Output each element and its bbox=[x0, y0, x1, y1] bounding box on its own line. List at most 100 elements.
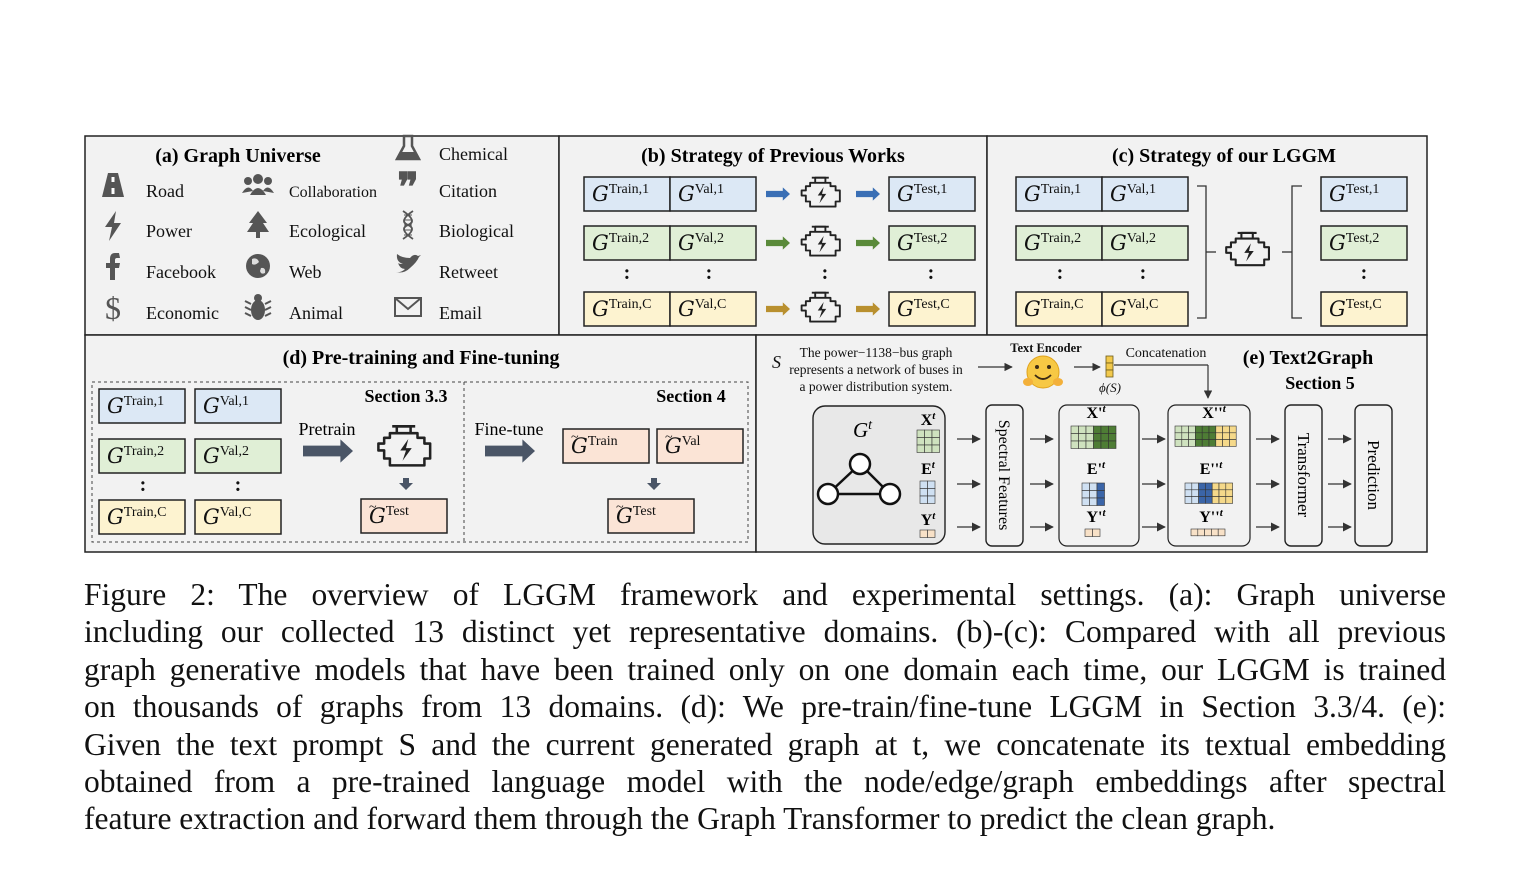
svg-text:❞: ❞ bbox=[397, 165, 419, 210]
domain-label-web: Web bbox=[289, 262, 322, 282]
section-3-3-label: Section 3.3 bbox=[365, 386, 448, 406]
prev-arrow-in-1 bbox=[766, 187, 790, 201]
panel-b-title: (b) Strategy of Previous Works bbox=[641, 145, 905, 167]
prev-val-box-1: GVal,1 bbox=[669, 176, 757, 212]
domain-label-ecological: Ecological bbox=[289, 221, 366, 241]
dollar-icon: $ bbox=[105, 290, 121, 326]
finetune-val-box: GVal~ bbox=[656, 428, 744, 464]
overview-figure: (a) Graph Universe (b) Strategy of Previ… bbox=[84, 134, 1428, 553]
prompt-line-1: The power−1138−bus graph bbox=[800, 345, 953, 360]
transformer-label: Transformer bbox=[1294, 433, 1313, 518]
x-double-prime-label: X''t bbox=[1202, 403, 1226, 422]
flask-icon bbox=[394, 134, 422, 161]
finetune-label: Fine-tune bbox=[475, 419, 544, 439]
domain-label-citation: Citation bbox=[439, 181, 497, 201]
caption-line-5: Given the text prompt S and the current … bbox=[84, 726, 1446, 762]
svg-text:GVal,1: GVal,1 bbox=[203, 394, 249, 418]
lggm-train-box-2: GTrain,2 bbox=[1015, 225, 1103, 261]
prev-train-box-1: GTrain,1 bbox=[583, 176, 671, 212]
domain-label-economic: Economic bbox=[146, 303, 219, 323]
x-prime-matrix bbox=[1070, 425, 1117, 449]
bug-icon bbox=[244, 294, 272, 320]
pretrain-down-arrow bbox=[399, 478, 413, 490]
prev-arrow-in-3 bbox=[766, 302, 790, 316]
ellipsis-d-0: : bbox=[140, 474, 147, 496]
finetune-test-box: GTest~ bbox=[607, 498, 695, 534]
panel-a bbox=[84, 135, 560, 336]
svg-text:GTrain,1: GTrain,1 bbox=[107, 394, 164, 418]
dna-icon bbox=[402, 210, 414, 240]
domain-label-biological: Biological bbox=[439, 221, 514, 241]
prev-engine-icon-3 bbox=[800, 291, 841, 323]
svg-text:~: ~ bbox=[571, 430, 579, 445]
svg-text:GTest: GTest bbox=[616, 504, 656, 528]
triangle-graph bbox=[816, 452, 902, 506]
svg-text:~: ~ bbox=[665, 430, 673, 445]
lggm-test-box-1: GTest,1 bbox=[1320, 176, 1408, 212]
x-double-prime-matrix bbox=[1174, 425, 1237, 447]
road-icon bbox=[102, 173, 124, 197]
tree-icon bbox=[247, 211, 269, 238]
pretrain-train-box-3: GTrain,C bbox=[98, 499, 186, 535]
ellipsis-b-0: : bbox=[624, 262, 631, 284]
svg-text:GVal,2: GVal,2 bbox=[203, 444, 249, 468]
lightning-icon bbox=[105, 211, 121, 241]
domain-label-animal: Animal bbox=[289, 303, 343, 323]
people-icon bbox=[242, 174, 274, 195]
prompt-line-3: a power distribution system. bbox=[800, 379, 953, 394]
pretrain-label: Pretrain bbox=[299, 419, 356, 439]
lggm-test-box-2: GTest,2 bbox=[1320, 225, 1408, 261]
ellipsis-c-0: : bbox=[1057, 262, 1064, 284]
prediction-box bbox=[1354, 404, 1393, 547]
transformer-box bbox=[1284, 404, 1323, 547]
lggm-engine-icon bbox=[1225, 231, 1270, 267]
svg-text:GVal,1: GVal,1 bbox=[678, 182, 724, 206]
prev-engine-icon-2 bbox=[800, 225, 841, 257]
prediction-label: Prediction bbox=[1364, 440, 1383, 510]
facebook-icon bbox=[106, 253, 120, 280]
prev-arrow-out-3 bbox=[856, 302, 880, 316]
lggm-train-box-3: GTrain,C bbox=[1015, 291, 1103, 327]
prev-arrow-out-2 bbox=[856, 236, 880, 250]
ellipsis-c-1: : bbox=[1140, 262, 1147, 284]
lggm-val-box-1: GVal,1 bbox=[1101, 176, 1189, 212]
lggm-val-box-3: GVal,C bbox=[1101, 291, 1189, 327]
svg-text:GTrain,C: GTrain,C bbox=[592, 297, 651, 321]
e-prime-matrix bbox=[1081, 482, 1105, 506]
text-encoder-label: Text Encoder bbox=[1010, 341, 1082, 355]
prev-train-box-3: GTrain,C bbox=[583, 291, 671, 327]
caption-line-7: feature extraction and forward them thro… bbox=[84, 801, 1276, 837]
svg-text:GTest: GTest bbox=[369, 504, 409, 528]
svg-text:GTrain,C: GTrain,C bbox=[1024, 297, 1083, 321]
lggm-val-box-2: GVal,2 bbox=[1101, 225, 1189, 261]
concatenation-label: Concatenation bbox=[1126, 346, 1207, 361]
prompt-symbol: S bbox=[772, 352, 781, 372]
panel-e-section: Section 5 bbox=[1285, 373, 1355, 393]
pretrain-val-box-3: GVal,C bbox=[194, 499, 282, 535]
graph-gt-box bbox=[812, 405, 946, 545]
svg-text:GVal,2: GVal,2 bbox=[678, 231, 724, 255]
text-embedding-vector bbox=[1105, 355, 1114, 378]
ellipsis-b-1: : bbox=[706, 262, 713, 284]
bird-icon bbox=[396, 254, 421, 273]
y-prime-label: Y't bbox=[1086, 507, 1106, 526]
x-prime-label: X't bbox=[1086, 403, 1106, 422]
phi-label: ϕ(S) bbox=[1099, 380, 1121, 395]
spectral-features-label: Spectral Features bbox=[995, 420, 1012, 531]
pretrain-engine-icon bbox=[377, 425, 432, 467]
svg-text:GVal,C: GVal,C bbox=[678, 297, 726, 321]
domain-label-collaboration: Collaboration bbox=[289, 184, 377, 201]
svg-text:GTest,C: GTest,C bbox=[1329, 297, 1382, 321]
section-4-label: Section 4 bbox=[656, 386, 726, 406]
prev-val-box-3: GVal,C bbox=[669, 291, 757, 327]
svg-text:~: ~ bbox=[616, 500, 624, 515]
y-prime-matrix bbox=[1084, 528, 1101, 537]
finetune-down-arrow bbox=[647, 478, 661, 490]
prev-test-box-1: GTest,1 bbox=[888, 176, 976, 212]
e-t-matrix bbox=[919, 480, 936, 504]
domain-label-chemical: Chemical bbox=[439, 144, 508, 164]
svg-text:GTest,2: GTest,2 bbox=[1329, 231, 1379, 255]
lggm-test-box-3: GTest,C bbox=[1320, 291, 1408, 327]
svg-text:GTest,C: GTest,C bbox=[897, 297, 950, 321]
panel-e-title: (e) Text2Graph bbox=[1243, 347, 1374, 369]
